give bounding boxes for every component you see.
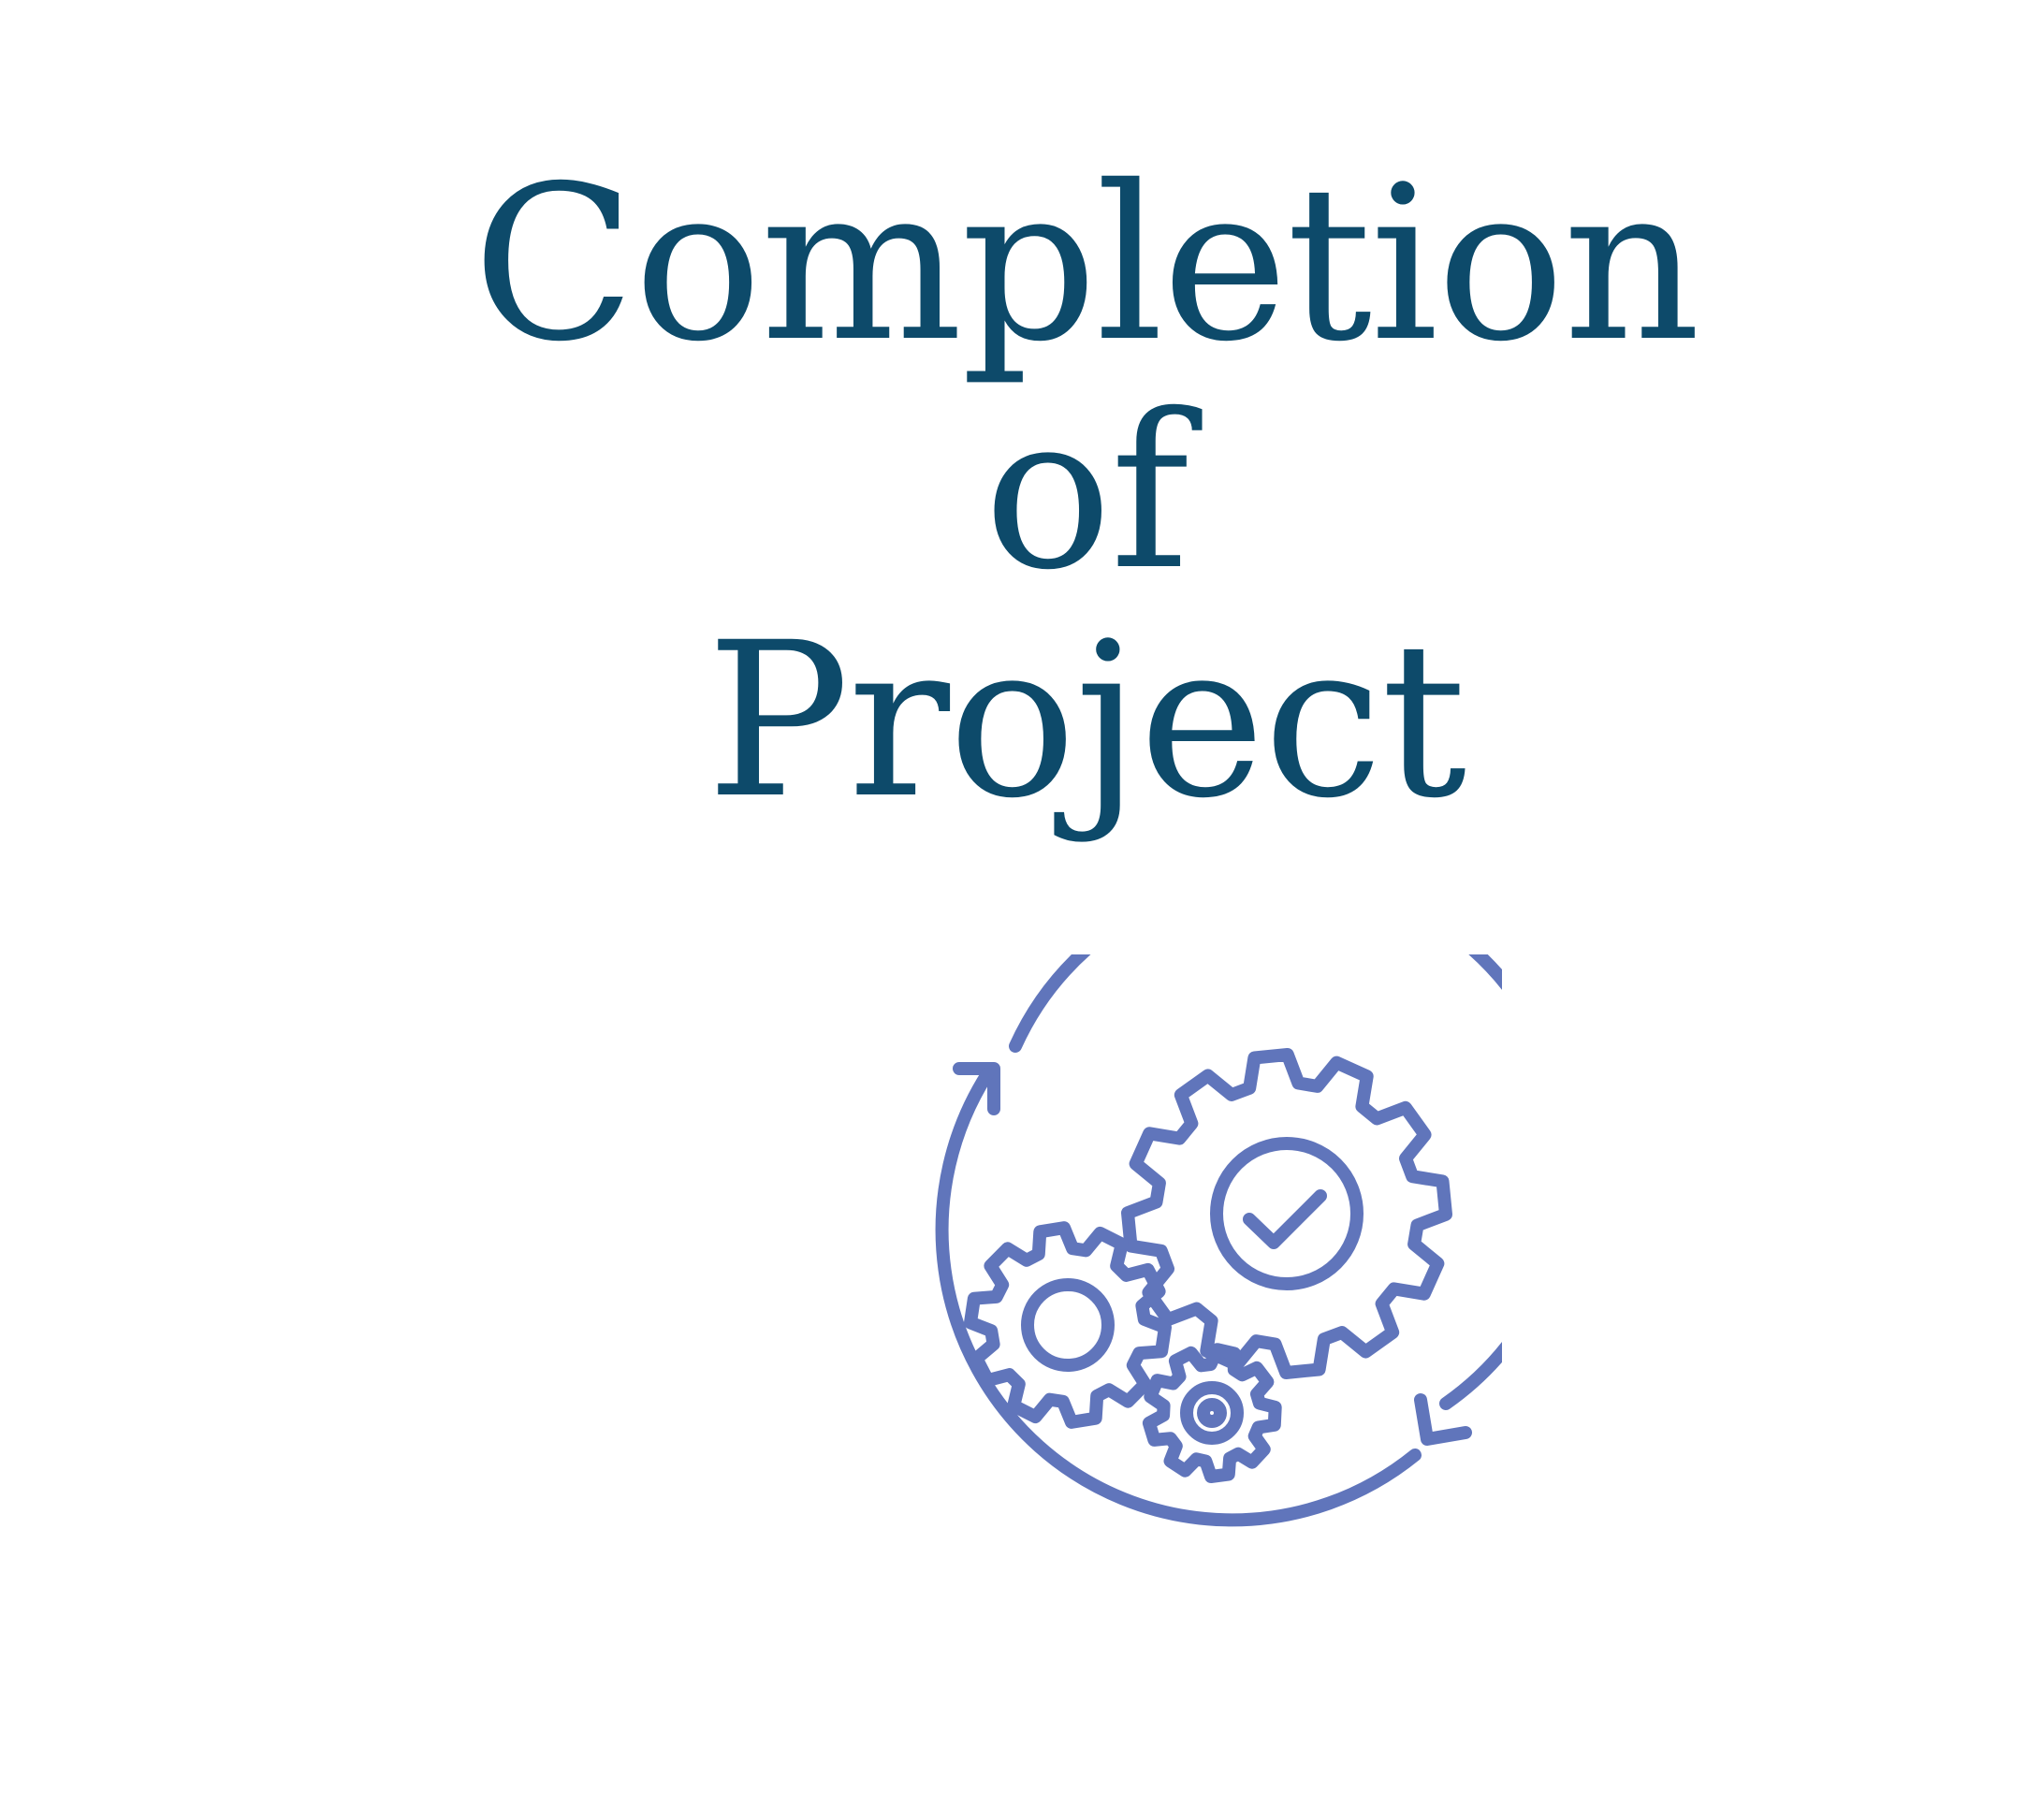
- large-gear-hub-icon: [1210, 1137, 1363, 1290]
- title-line-3: Project: [706, 596, 1467, 845]
- cycle-arc-bottom-icon: [935, 1068, 1422, 1527]
- page-title: Completion of Project: [0, 150, 2027, 835]
- medium-gear-hub-icon: [1021, 1278, 1115, 1372]
- title-line-1: Completion: [472, 139, 1700, 388]
- checkmark-icon: [1243, 1189, 1327, 1249]
- medium-gear-icon: [964, 1221, 1172, 1429]
- small-gear-icon: [1142, 1343, 1282, 1483]
- gears-cycle-check-icon: [935, 954, 1502, 1527]
- small-gear-center-icon: [1197, 1398, 1227, 1428]
- title-line-2: of: [984, 368, 1189, 617]
- cycle-arrowhead-top-icon: [953, 1062, 1000, 1115]
- large-gear-icon: [1121, 1048, 1452, 1379]
- cycle-arrowhead-bottom-icon: [1414, 1393, 1472, 1446]
- small-gear-hub-icon: [1180, 1381, 1244, 1445]
